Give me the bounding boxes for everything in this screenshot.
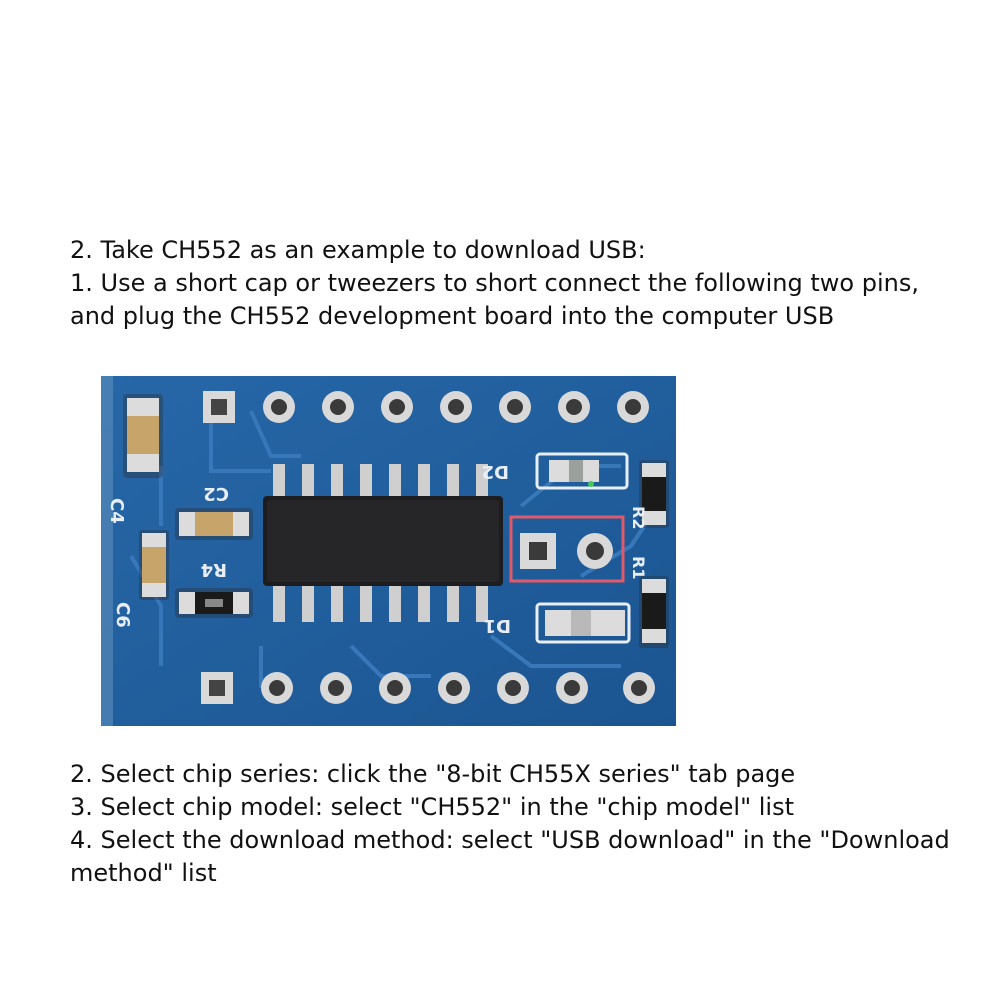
label-c6: C6 — [112, 602, 133, 628]
resistor-r4 — [175, 588, 253, 618]
step3-text: 3. Select chip model: select "CH552" in … — [70, 793, 794, 821]
label-r4: R4 — [201, 559, 227, 580]
label-d2: D2 — [482, 461, 509, 482]
label-r1: R1 — [629, 556, 648, 579]
label-c4: C4 — [106, 498, 127, 524]
bottom-header-pins — [201, 672, 655, 704]
chip-pins-top — [273, 464, 488, 500]
top-header-pins — [203, 391, 649, 423]
step2-text: 2. Select chip series: click the "8-bit … — [70, 760, 796, 788]
label-r2: R2 — [629, 506, 648, 529]
led-d2 — [535, 452, 629, 490]
short-pins — [520, 533, 613, 569]
label-c2: C2 — [203, 483, 229, 504]
intro-step1-line1: 1. Use a short cap or tweezers to short … — [70, 269, 919, 297]
intro-heading: 2. Take CH552 as an example to download … — [70, 236, 646, 264]
highlight-box — [509, 515, 625, 583]
capacitor-c4 — [123, 394, 163, 478]
intro-text: 2. Take CH552 as an example to download … — [70, 234, 970, 333]
capacitor-c2 — [175, 508, 253, 540]
step4-text: 4. Select the download method: select "U… — [70, 826, 958, 887]
chip-pins-bottom — [273, 582, 488, 622]
led-d1 — [535, 602, 631, 644]
capacitor-c6 — [139, 530, 169, 600]
resistor-r2 — [639, 460, 669, 528]
intro-step1-line2: and plug the CH552 development board int… — [70, 302, 835, 330]
board-illustration: C2 C4 C6 R4 D2 D1 R2 R1 — [101, 376, 676, 726]
resistor-r1 — [639, 576, 669, 648]
steps-text: 2. Select chip series: click the "8-bit … — [70, 758, 970, 890]
ch552-board-photo: C2 C4 C6 R4 D2 D1 R2 R1 — [101, 376, 676, 726]
label-d1: D1 — [484, 615, 511, 636]
